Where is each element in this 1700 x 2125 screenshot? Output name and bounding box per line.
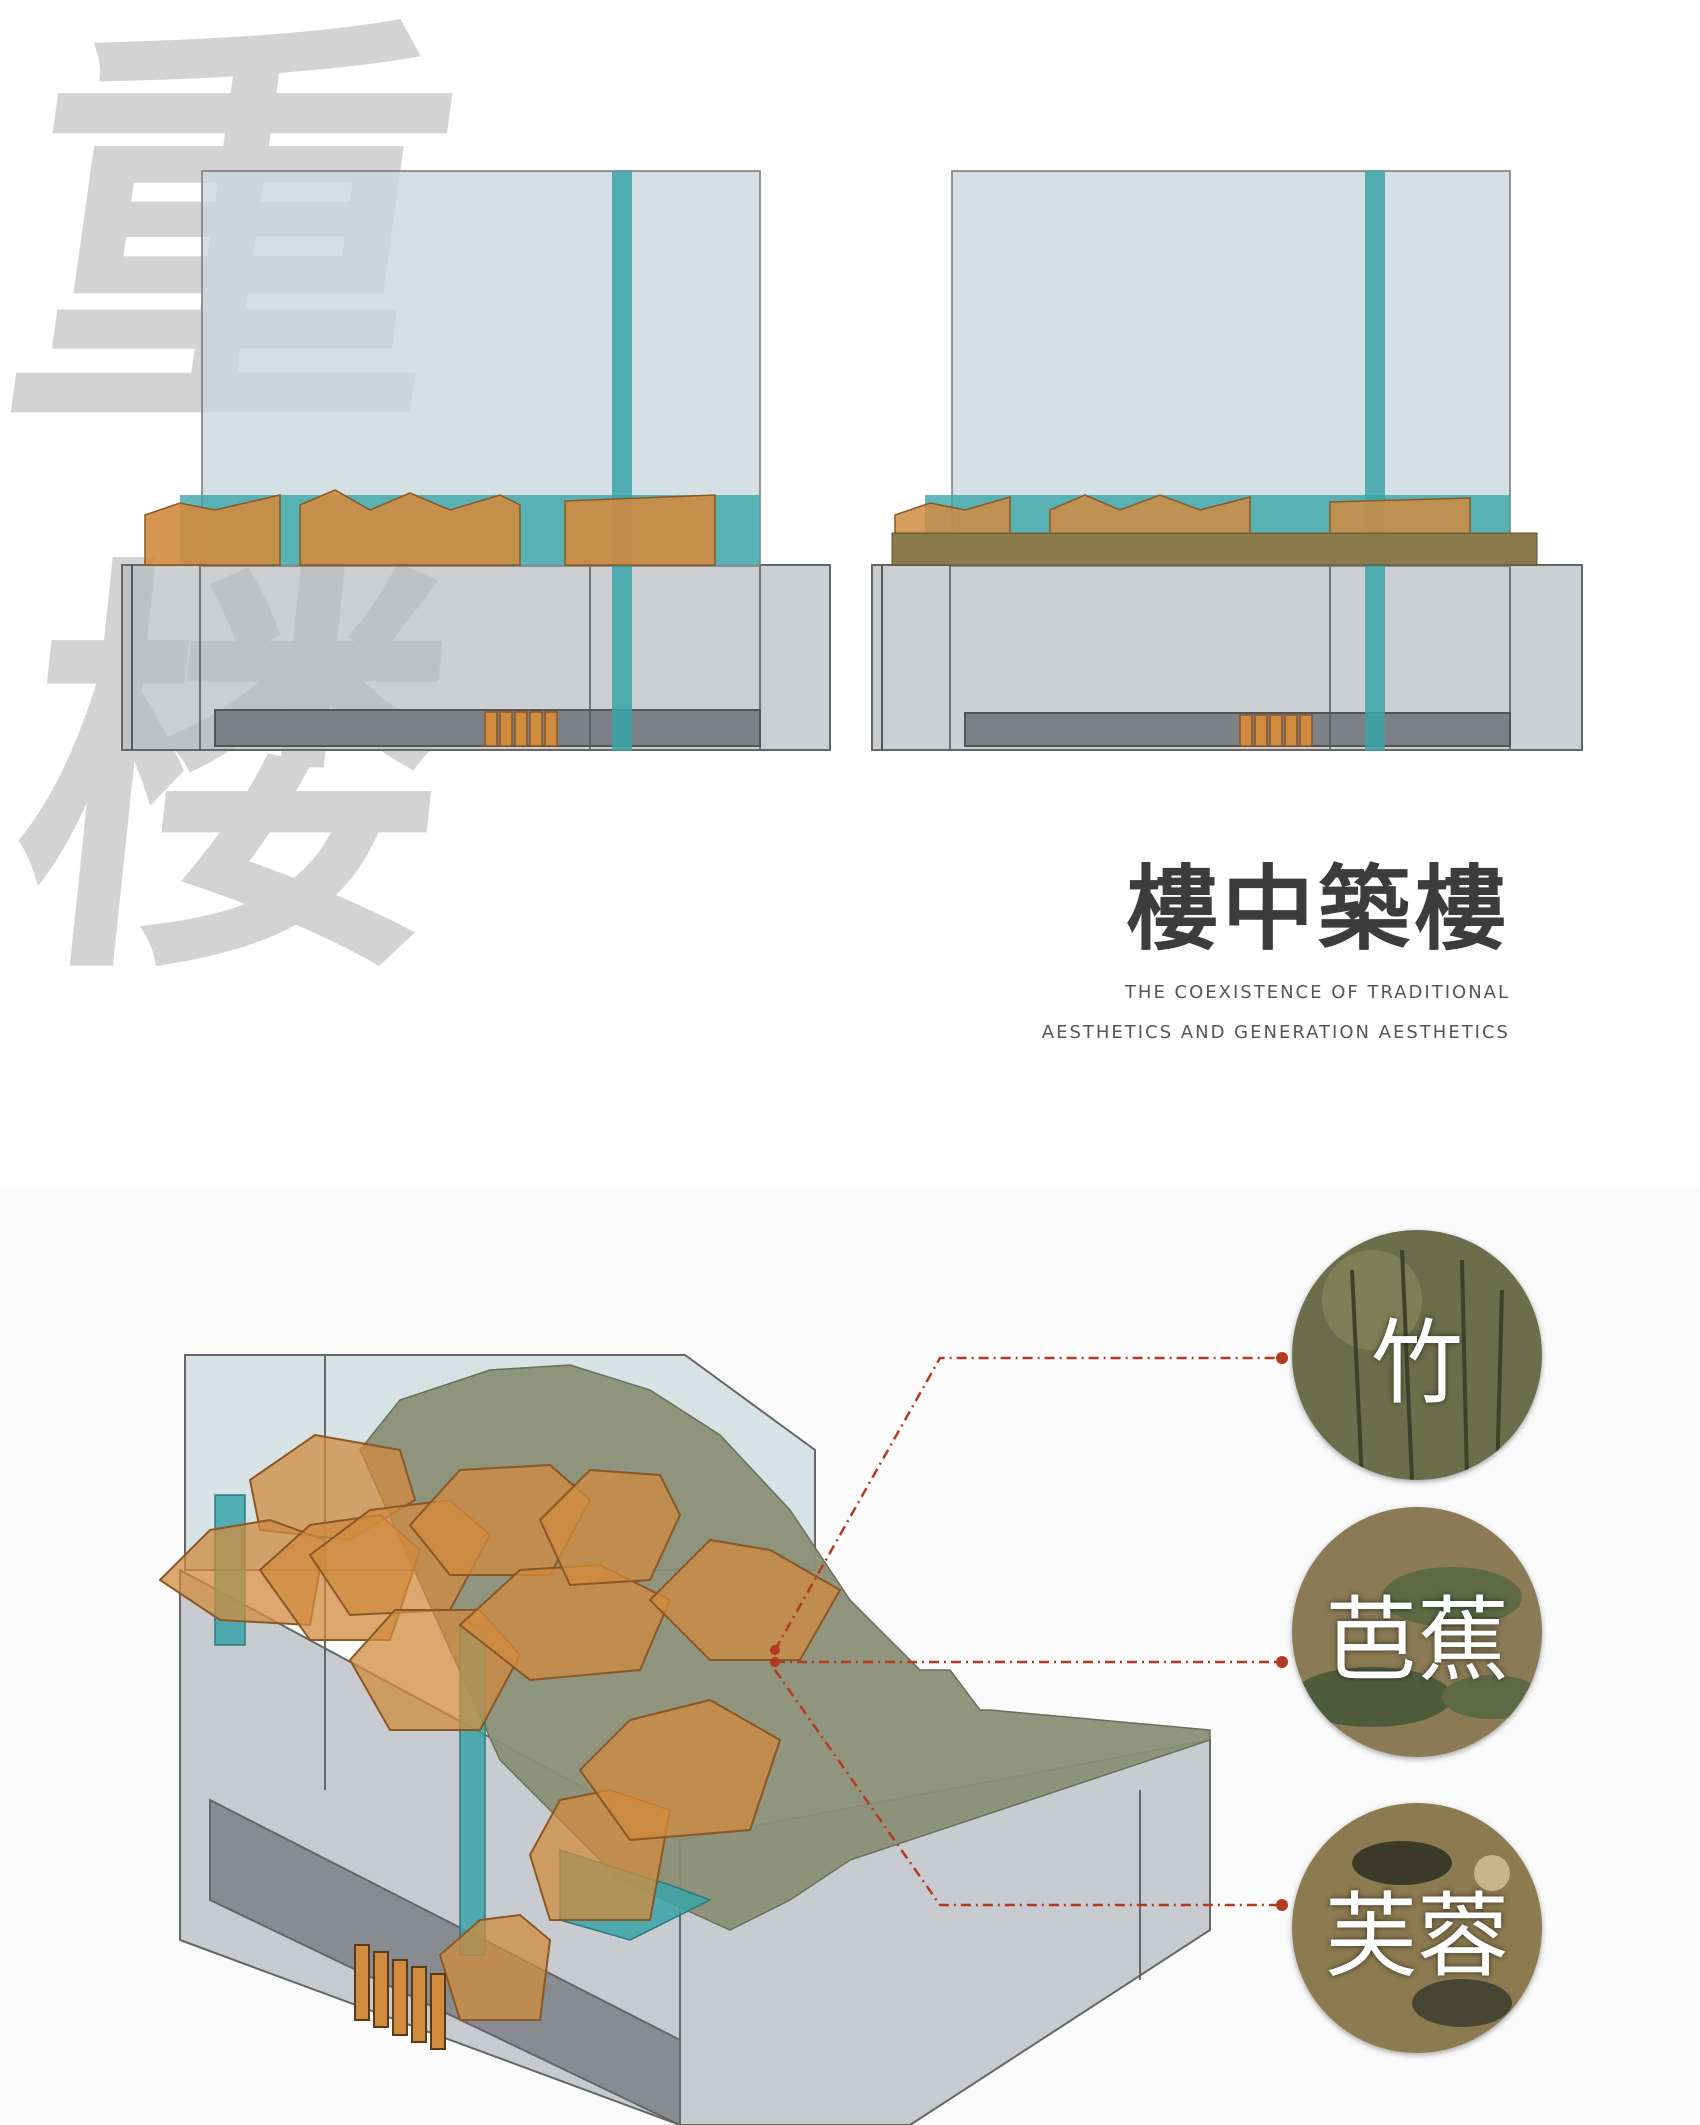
subtitle-english-line-2: AESTHETICS AND GENERATION AESTHETICS [1041,1022,1510,1043]
entrance-fins [1239,714,1313,747]
teal-column [1365,171,1385,751]
axonometric-diagram [158,1352,1288,2125]
leader-end-dot-banana [1276,1656,1288,1668]
leader-lines [773,1356,1280,1907]
timber-house-group [894,494,1471,541]
leader-line-origin-dot [770,1645,780,1655]
medallion-hibiscus: 芙蓉 [1292,1803,1542,2053]
timber-house-group [144,489,716,566]
hibiscus-painting-icon [1292,1803,1542,2053]
leader-line-bamboo [773,1356,1280,1651]
leader-line-origin-dot [770,1657,780,1667]
medallion-label: 芙蓉 [1324,1882,1509,1990]
leader-end-dot-bamboo [1276,1352,1288,1364]
roof-garden-hedge [891,532,1538,566]
leader-line-hibiscus [773,1669,1280,1907]
leader-end-dot-hibiscus [1276,1899,1288,1911]
subtitle-english-line-1: THE COEXISTENCE OF TRADITIONAL [1124,982,1510,1003]
teal-column [612,171,632,751]
medallion-banana: 芭蕉 [1292,1507,1542,1757]
medallion-label: 芭蕉 [1324,1586,1509,1694]
bamboo-painting-icon [1292,1230,1542,1480]
medallion-bamboo: 竹 [1292,1230,1542,1480]
entrance-fins [484,711,558,747]
timber-house-cluster [158,1433,842,2021]
banana-leaf-painting-icon [1292,1507,1542,1757]
elevation-right [871,170,1583,751]
entrance-fins [354,1944,446,2050]
elevation-left [121,170,831,751]
medallion-label: 竹 [1370,1309,1463,1417]
podium-base-strip [964,712,1511,747]
subtitle-chinese: 樓中築樓 [1125,855,1510,963]
